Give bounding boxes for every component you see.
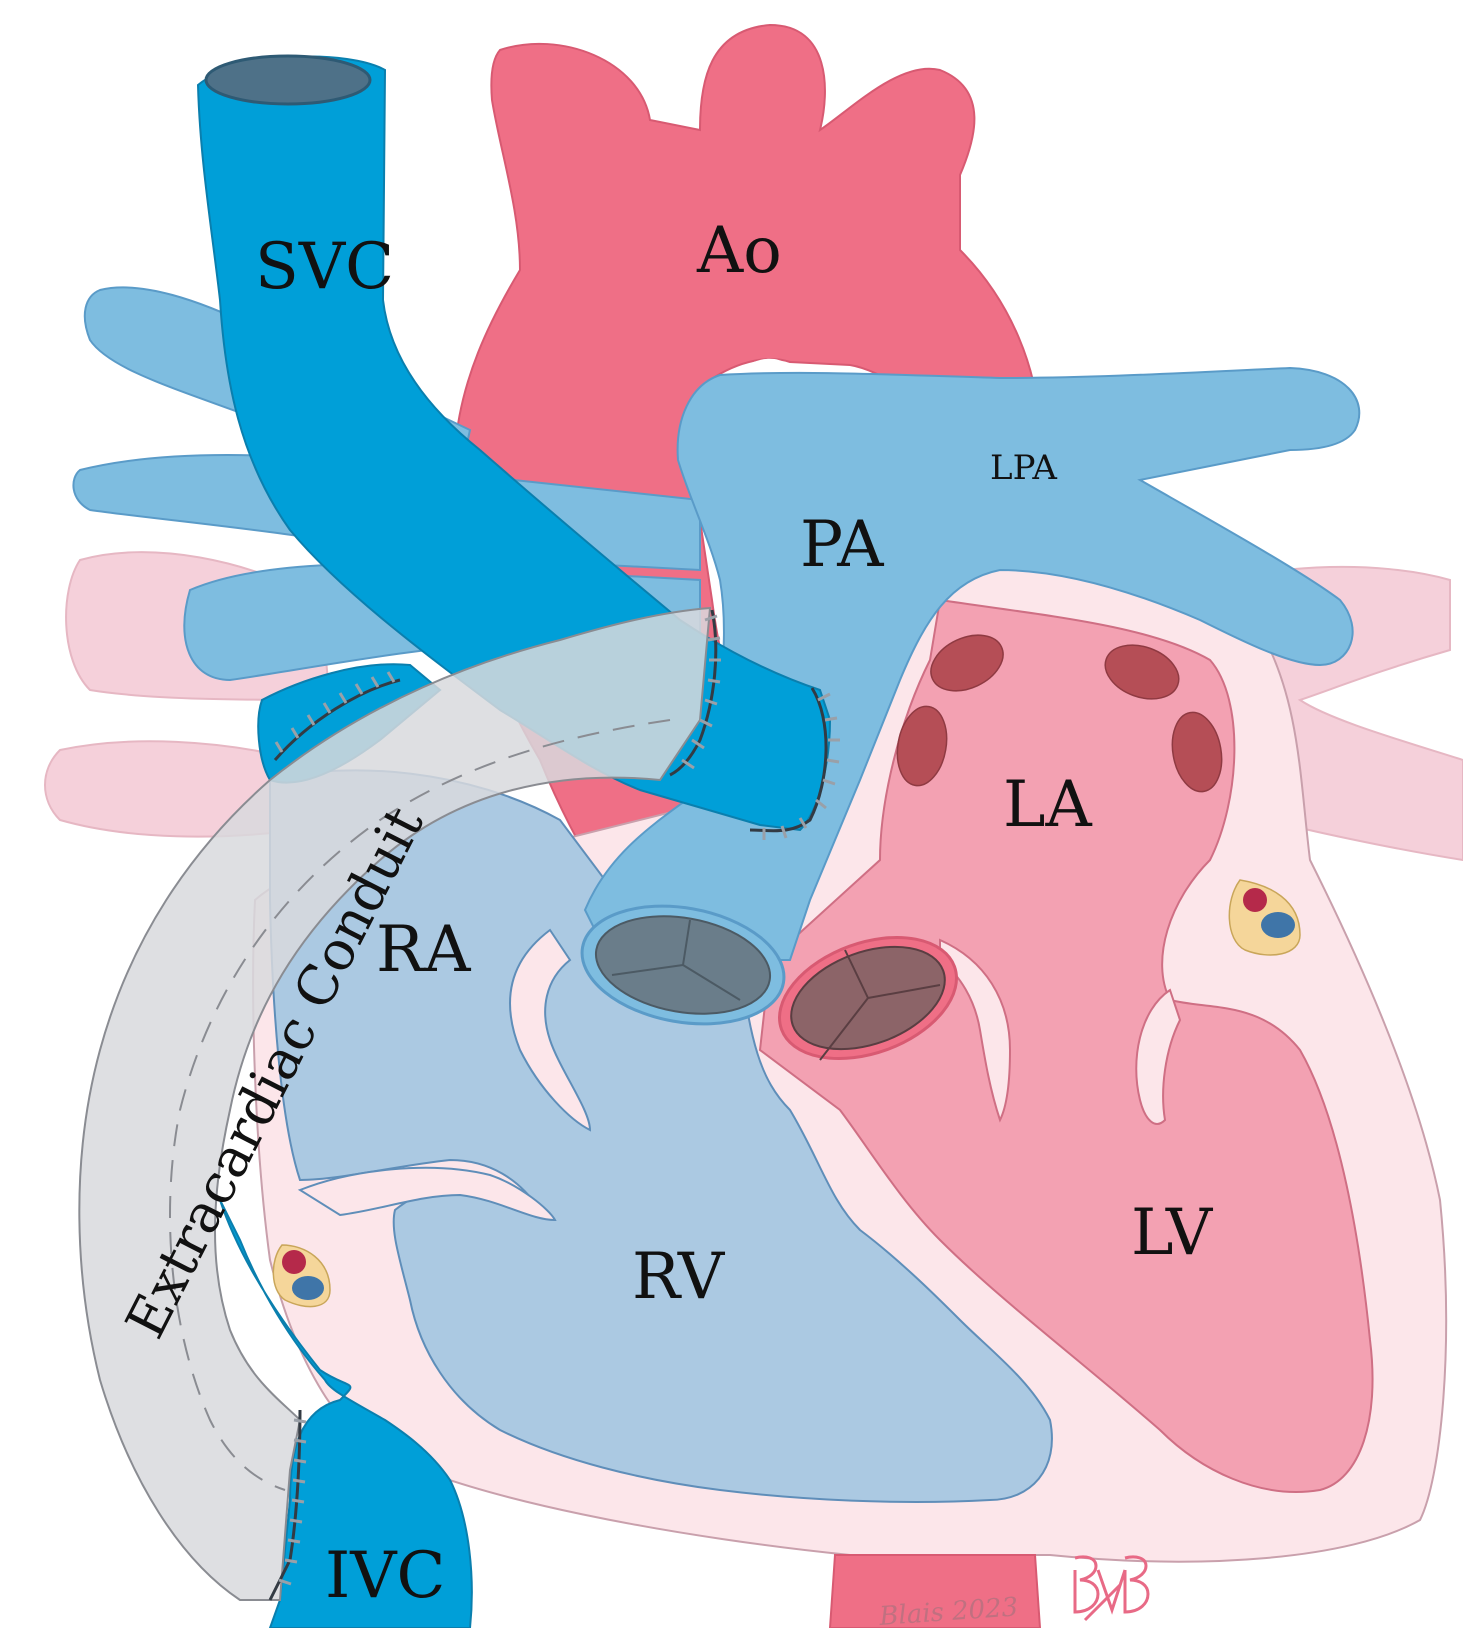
label-svc: SVC xyxy=(255,230,394,304)
label-lpa: LPA xyxy=(990,448,1057,488)
label-la: LA xyxy=(1003,768,1093,842)
label-ra: RA xyxy=(376,913,471,987)
label-lv: LV xyxy=(1131,1196,1214,1270)
svc-opening xyxy=(206,56,370,104)
label-rv: RV xyxy=(632,1240,726,1314)
label-pa: PA xyxy=(800,508,884,582)
label-ao: Ao xyxy=(696,214,782,288)
artist-logo xyxy=(1075,1557,1148,1620)
label-ivc: IVC xyxy=(325,1539,445,1613)
